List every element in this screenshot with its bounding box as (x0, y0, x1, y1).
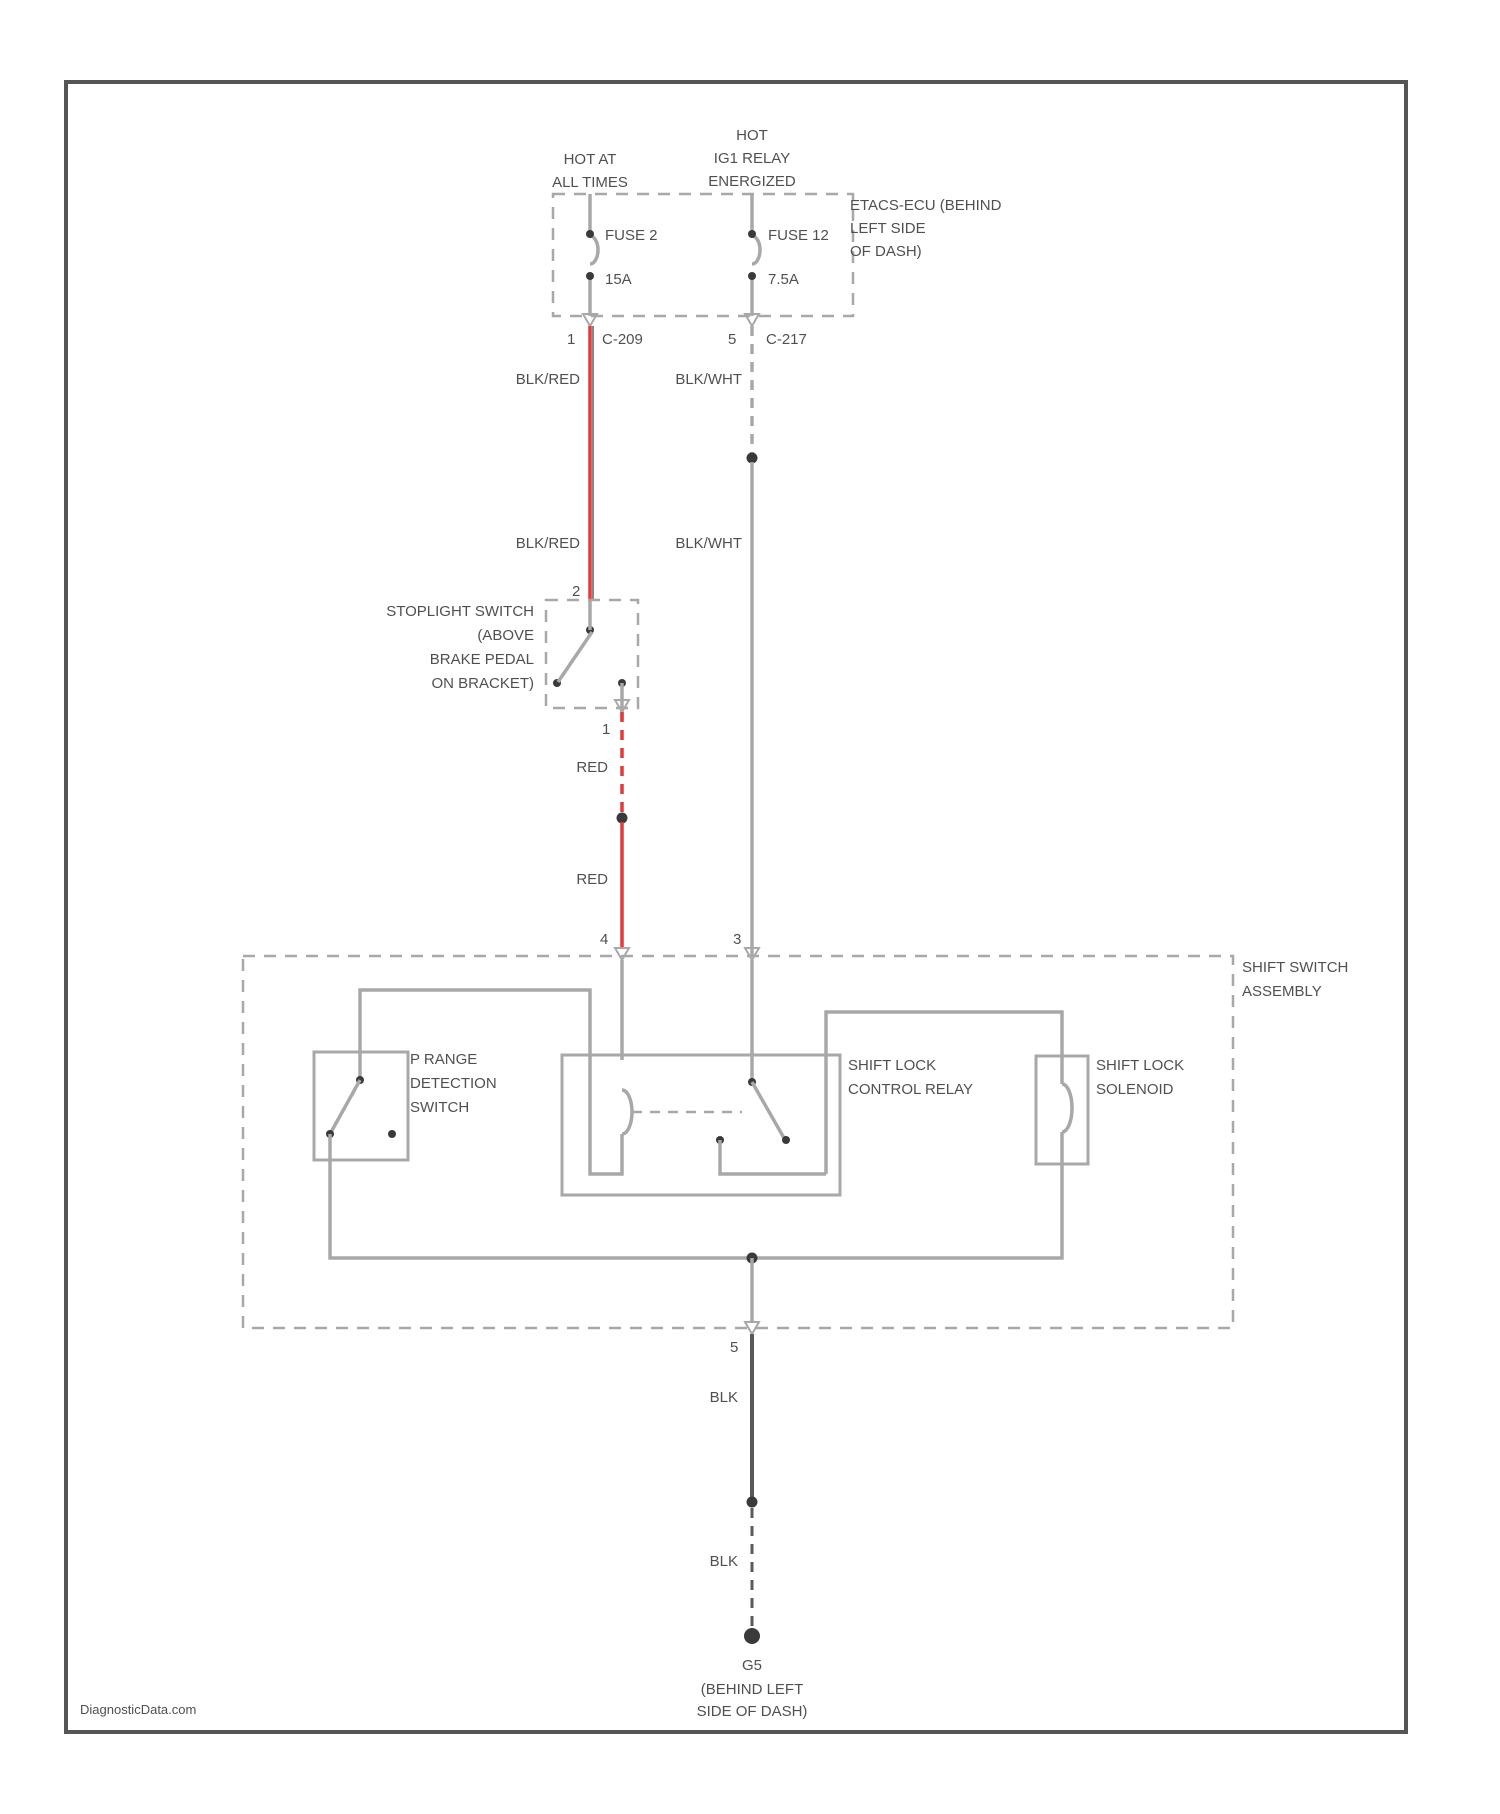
c217-pin-number: 5 (728, 331, 736, 348)
stoplight-switch-blade (558, 632, 592, 682)
blk-red-label-upper: BLK/RED (516, 371, 580, 388)
blk-wht-splice (747, 453, 758, 464)
etacs-ecu-label-3: OF DASH) (850, 243, 922, 260)
fuse-2-rating: 15A (605, 271, 632, 288)
red-label-upper: RED (576, 759, 608, 776)
shift-switch-assembly-label-2: ASSEMBLY (1242, 983, 1322, 1000)
ground-g5-symbol (744, 1628, 760, 1644)
solenoid-label-2: SOLENOID (1096, 1081, 1174, 1098)
hot-at-all-times-label-1: HOT AT (564, 151, 617, 168)
blk-red-label-lower: BLK/RED (516, 535, 580, 552)
stoplight-pin-out: 1 (602, 721, 610, 738)
p-range-contact-right (388, 1130, 396, 1138)
p-range-label-1: P RANGE (410, 1051, 477, 1068)
p-range-label-2: DETECTION (410, 1075, 497, 1092)
etacs-ecu-label-2: LEFT SIDE (850, 220, 926, 237)
fuse-12-terminal-top (748, 230, 756, 238)
p-range-switch-blade (330, 1080, 360, 1134)
etacs-ecu-label-1: ETACS-ECU (BEHIND (850, 197, 1002, 214)
blk-label-lower: BLK (710, 1553, 738, 1570)
stoplight-pin-in: 2 (572, 583, 580, 600)
fuse-12-name: FUSE 12 (768, 227, 829, 244)
ground-g5-id: G5 (742, 1657, 762, 1674)
fuse-12-rating: 7.5A (768, 271, 799, 288)
blk-splice (747, 1497, 758, 1508)
shift-assembly-pin-blk-wht-number: 3 (733, 931, 741, 948)
fuse-2-name: FUSE 2 (605, 227, 658, 244)
red-splice (617, 813, 628, 824)
ground-g5-location-1: (BEHIND LEFT (701, 1681, 804, 1698)
solenoid-label-1: SHIFT LOCK (1096, 1057, 1184, 1074)
diagram-frame (66, 82, 1406, 1732)
shift-switch-assembly-label-1: SHIFT SWITCH (1242, 959, 1348, 976)
solenoid-coil (1062, 1084, 1072, 1132)
shift-switch-assembly-box (243, 956, 1233, 1328)
shift-assembly-pin-red (615, 948, 629, 960)
relay-label-2: CONTROL RELAY (848, 1081, 973, 1098)
stoplight-switch-box (546, 600, 638, 708)
c217-connector-id: C-217 (766, 331, 807, 348)
relay-contact-no (782, 1136, 790, 1144)
hot-ig1-label-2: IG1 RELAY (714, 150, 790, 167)
stoplight-label-1: STOPLIGHT SWITCH (386, 603, 534, 620)
blk-label-upper: BLK (710, 1389, 738, 1406)
hot-ig1-label-1: HOT (736, 127, 768, 144)
stoplight-label-2: (ABOVE (477, 627, 534, 644)
stoplight-label-4: ON BRACKET) (431, 675, 534, 692)
blk-wht-label-upper: BLK/WHT (675, 371, 742, 388)
hot-ig1-label-3: ENERGIZED (708, 173, 796, 190)
fuse-12-symbol (752, 236, 760, 264)
c209-connector-id: C-209 (602, 331, 643, 348)
relay-label-1: SHIFT LOCK (848, 1057, 936, 1074)
c209-pin-number: 1 (567, 331, 575, 348)
ground-g5-location-2: SIDE OF DASH) (697, 1703, 808, 1720)
watermark: DiagnosticData.com (80, 1702, 196, 1717)
hot-at-all-times-label-2: ALL TIMES (552, 174, 628, 191)
blk-wht-label-lower: BLK/WHT (675, 535, 742, 552)
p-range-label-3: SWITCH (410, 1099, 469, 1116)
fuse-2-terminal-bottom (586, 272, 594, 280)
shift-assembly-pin-red-number: 4 (600, 931, 608, 948)
fuse-2-terminal-top (586, 230, 594, 238)
relay-output-wire (720, 1140, 826, 1174)
fuse-12-terminal-bottom (748, 272, 756, 280)
stoplight-label-3: BRAKE PEDAL (430, 651, 534, 668)
relay-coil (622, 1090, 632, 1134)
red-label-lower: RED (576, 871, 608, 888)
relay-contact-blade (752, 1082, 784, 1138)
shift-assembly-pin-ground-number: 5 (730, 1339, 738, 1356)
fuse-2-symbol (590, 236, 598, 264)
